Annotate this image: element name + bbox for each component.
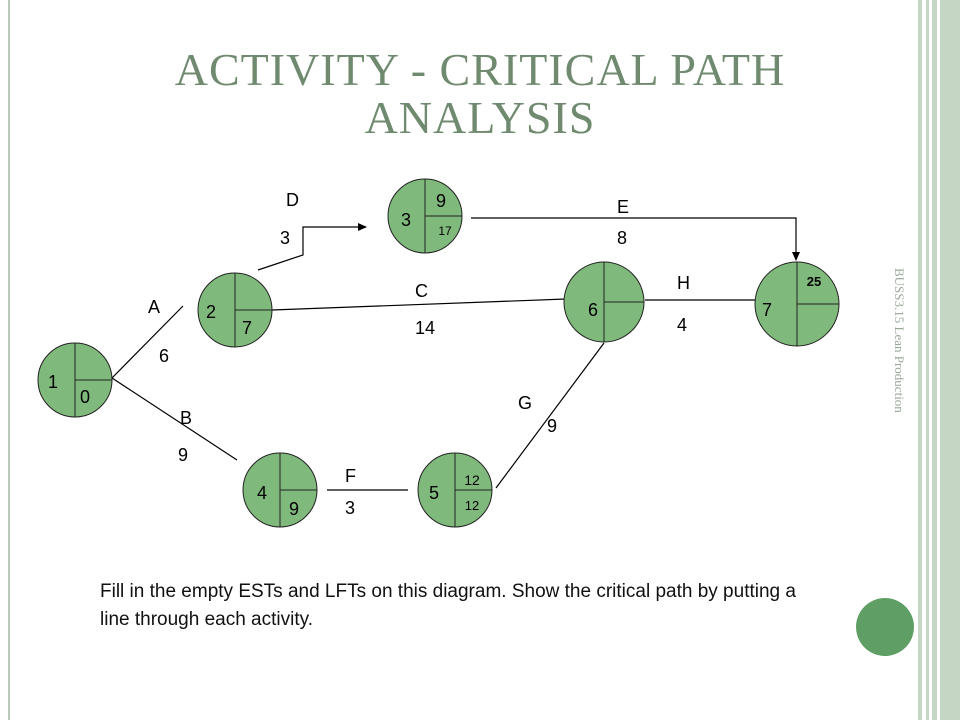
- node-est: 0: [80, 387, 90, 407]
- node-number: 1: [48, 372, 58, 392]
- node-lft: 7: [242, 318, 252, 338]
- activity-edges: [111, 217, 800, 491]
- node-3: 3 9 17: [387, 178, 463, 254]
- band-strip: [940, 0, 960, 720]
- node-2: 2 7: [197, 272, 273, 348]
- activity-d-line: [257, 223, 367, 271]
- activity-b-duration: 9: [178, 445, 188, 465]
- activity-g-line: [495, 342, 605, 489]
- band-strip: [918, 0, 922, 720]
- activity-f-duration: 3: [345, 498, 355, 518]
- node-lft: 12: [465, 498, 479, 513]
- instructions-text: Fill in the empty ESTs and LFTs on this …: [100, 581, 796, 630]
- activity-a-label: A: [148, 297, 160, 317]
- node-est: 9: [436, 191, 446, 211]
- activity-f-label: F: [345, 466, 356, 486]
- activity-c-label: C: [415, 281, 428, 301]
- node-number: 2: [206, 302, 216, 322]
- node-5: 5 12 12: [417, 452, 493, 528]
- activity-b-label: B: [180, 408, 192, 428]
- node-7: 7 25: [754, 261, 840, 347]
- node-est: 25: [807, 274, 821, 289]
- slide-title: ACTIVITY - CRITICAL PATH ANALYSIS: [174, 44, 786, 143]
- activity-g-duration: 9: [547, 416, 557, 436]
- activity-e-duration: 8: [617, 228, 627, 248]
- node-est: 12: [464, 472, 480, 488]
- activity-e-line: [471, 217, 800, 261]
- activity-h-duration: 4: [677, 315, 687, 335]
- activity-c-duration: 14: [415, 318, 435, 338]
- activity-h-label: H: [677, 273, 690, 293]
- activity-labels: A 6 B 9 C 14 D 3 E 8 F 3 G 9 H 4: [148, 190, 690, 518]
- node-1: 1 0: [37, 342, 113, 418]
- node-number: 3: [401, 210, 411, 230]
- node-number: 6: [588, 300, 598, 320]
- node-4: 4 9: [242, 452, 318, 528]
- activity-g-label: G: [518, 393, 532, 413]
- node-lft: 9: [289, 499, 299, 519]
- band-strip: [932, 0, 937, 720]
- activity-c-line: [271, 298, 567, 311]
- node-number: 4: [257, 483, 267, 503]
- activity-d-duration: 3: [280, 228, 290, 248]
- activity-a-duration: 6: [159, 346, 169, 366]
- node-number: 7: [762, 300, 772, 320]
- right-decorative-band: [918, 0, 960, 720]
- activity-e-label: E: [617, 197, 629, 217]
- node-6: 6: [563, 261, 645, 343]
- activity-d-label: D: [286, 190, 299, 210]
- node-lft: 17: [438, 224, 452, 238]
- decorative-circle: [856, 598, 914, 656]
- node-number: 5: [429, 483, 439, 503]
- activity-b-line: [111, 377, 238, 461]
- left-border-rule: [8, 0, 10, 720]
- activity-a-line: [111, 305, 184, 379]
- band-strip: [926, 0, 929, 720]
- side-course-label: BUSS3.15 Lean Production: [892, 268, 907, 413]
